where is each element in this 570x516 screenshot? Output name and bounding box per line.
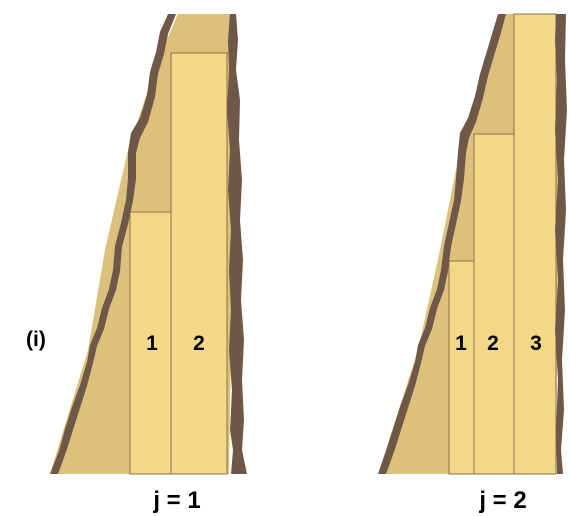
right-strip-label-3: 3 bbox=[530, 332, 542, 355]
right-strip-1 bbox=[448, 260, 475, 475]
right-strip-2 bbox=[473, 133, 515, 475]
left-strip-label-2: 2 bbox=[193, 332, 205, 355]
left-strip-1 bbox=[129, 211, 172, 475]
left-strip-2 bbox=[170, 52, 228, 475]
right-strip-label-1: 1 bbox=[455, 332, 467, 355]
right-strip-label-2: 2 bbox=[487, 332, 499, 355]
left-bark-right-edge bbox=[227, 14, 247, 474]
left-log-section: 1 2 bbox=[50, 14, 247, 475]
left-strip-label-1: 1 bbox=[146, 332, 158, 355]
right-strip-3 bbox=[513, 13, 557, 475]
left-bark-left-edge bbox=[50, 14, 176, 474]
panel-label: (i) bbox=[26, 328, 46, 351]
right-caption: j = 2 bbox=[478, 487, 526, 514]
right-log-section: 1 2 3 bbox=[378, 13, 567, 475]
left-caption: j = 1 bbox=[152, 487, 200, 514]
right-bark-right-edge bbox=[555, 14, 567, 474]
